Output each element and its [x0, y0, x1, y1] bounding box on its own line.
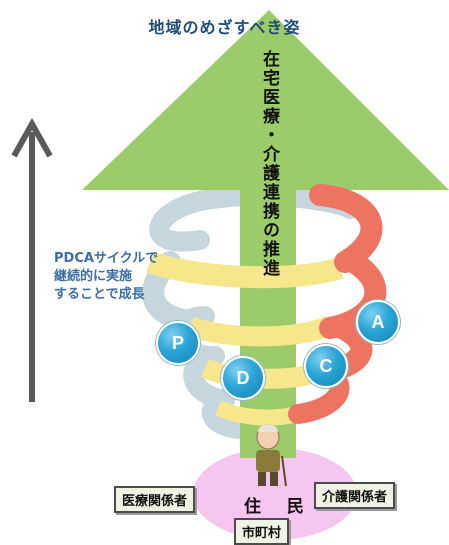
- arrow-label: 在宅医療・介護連携の推進: [259, 50, 279, 278]
- residents-label: 住 民: [244, 497, 314, 517]
- badge-do: D: [221, 356, 265, 400]
- pdca-note-line-3: することで成長: [54, 287, 145, 302]
- diagram-title: 地域のめざすべき姿: [148, 18, 301, 37]
- pdca-note-line-2: 継続的に実施: [54, 269, 133, 284]
- pdca-note: PDCAサイクルで 継続的に実施 することで成長: [54, 250, 194, 304]
- badge-check: C: [304, 344, 348, 388]
- community-ellipse: [193, 448, 357, 540]
- pdca-note-line-1: PDCAサイクルで: [54, 251, 159, 266]
- main-arrow: [82, 10, 449, 458]
- growth-arrow: [11, 117, 53, 402]
- care-stakeholders-label: 介護関係者: [314, 482, 396, 509]
- badge-plan: P: [156, 321, 200, 365]
- municipality-label: 市町村: [234, 518, 290, 545]
- resident-figure-icon: [256, 424, 287, 487]
- badge-act: A: [356, 300, 400, 344]
- medical-stakeholders-label: 医療関係者: [114, 486, 196, 513]
